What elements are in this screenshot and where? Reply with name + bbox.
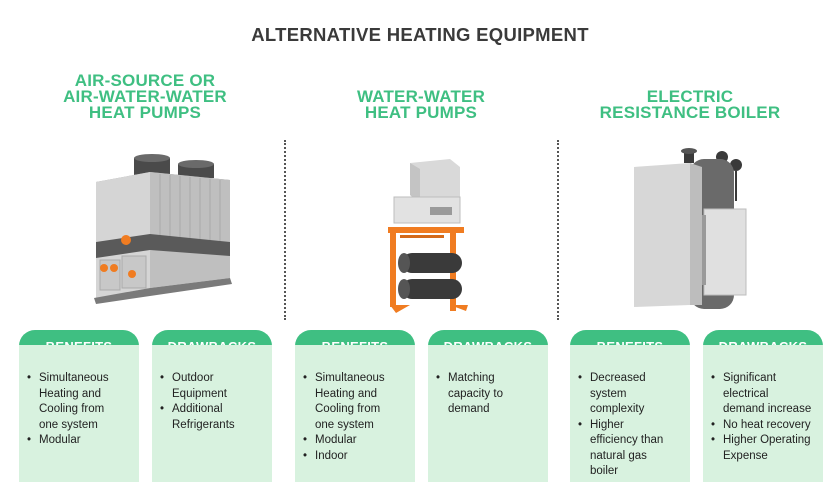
list-item: Cooling from bbox=[39, 403, 105, 415]
list-item: Expense bbox=[723, 449, 768, 462]
column-title-water-water: WATER-WATER HEAT PUMPS bbox=[316, 87, 526, 122]
list-item: Heating and bbox=[39, 387, 102, 400]
list-item: complexity bbox=[590, 403, 645, 415]
list-item: Modular bbox=[303, 433, 411, 449]
list-item: efficiency than bbox=[590, 434, 664, 446]
list-item: Equipment bbox=[172, 387, 227, 400]
list-item: Outdoor bbox=[160, 371, 268, 387]
list-item: Decreased bbox=[578, 371, 686, 387]
list-item: Higher Operating bbox=[711, 433, 819, 449]
drawbacks-list: OutdoorEquipmentAdditionalRefrigerants bbox=[160, 371, 268, 433]
title-line: RESISTANCE BOILER bbox=[599, 103, 781, 122]
air-source-heat-pump-illustration bbox=[94, 154, 232, 304]
drawbacks-card-air-source: OutdoorEquipmentAdditionalRefrigerants bbox=[152, 345, 272, 482]
list-item: system bbox=[590, 387, 627, 400]
list-item: boiler bbox=[590, 465, 619, 477]
title-line: AIR-WATER-WATER bbox=[63, 87, 227, 106]
list-item: Additional bbox=[160, 402, 268, 418]
list-item: No heat recovery bbox=[711, 418, 819, 434]
list-item: Cooling from bbox=[315, 403, 381, 415]
column-title-electric-boiler: ELECTRIC RESISTANCE BOILER bbox=[585, 87, 795, 122]
list-item: one system bbox=[315, 418, 374, 431]
title-line: ELECTRIC bbox=[646, 87, 734, 106]
list-item: one system bbox=[39, 418, 98, 431]
column-divider bbox=[284, 140, 286, 320]
list-item: natural gas bbox=[590, 449, 647, 462]
list-item: Indoor bbox=[303, 449, 411, 465]
list-item: Higher bbox=[578, 418, 686, 434]
title-line: HEAT PUMPS bbox=[88, 103, 202, 122]
title-line: WATER-WATER bbox=[356, 87, 486, 106]
list-item: capacity to bbox=[448, 387, 503, 400]
list-item: Simultaneous bbox=[303, 371, 411, 387]
column-divider bbox=[557, 140, 559, 320]
water-water-heat-pump-illustration bbox=[388, 159, 468, 313]
list-item: Simultaneous bbox=[27, 371, 135, 387]
main-title: ALTERNATIVE HEATING EQUIPMENT bbox=[251, 24, 589, 45]
list-item: Significant bbox=[711, 371, 819, 387]
list-item: demand increase bbox=[723, 403, 812, 415]
list-item: electrical bbox=[723, 387, 769, 400]
list-item: demand bbox=[448, 403, 490, 415]
electric-boiler-illustration bbox=[634, 148, 747, 309]
title-line: AIR-SOURCE OR bbox=[74, 71, 216, 90]
title-line: HEAT PUMPS bbox=[364, 103, 478, 122]
list-item: Matching bbox=[436, 371, 544, 387]
list-item: Heating and bbox=[315, 387, 378, 400]
list-item: Refrigerants bbox=[172, 418, 235, 431]
column-title-air-source: AIR-SOURCE OR AIR-WATER-WATER HEAT PUMPS bbox=[40, 71, 250, 122]
list-item: Modular bbox=[27, 433, 135, 449]
